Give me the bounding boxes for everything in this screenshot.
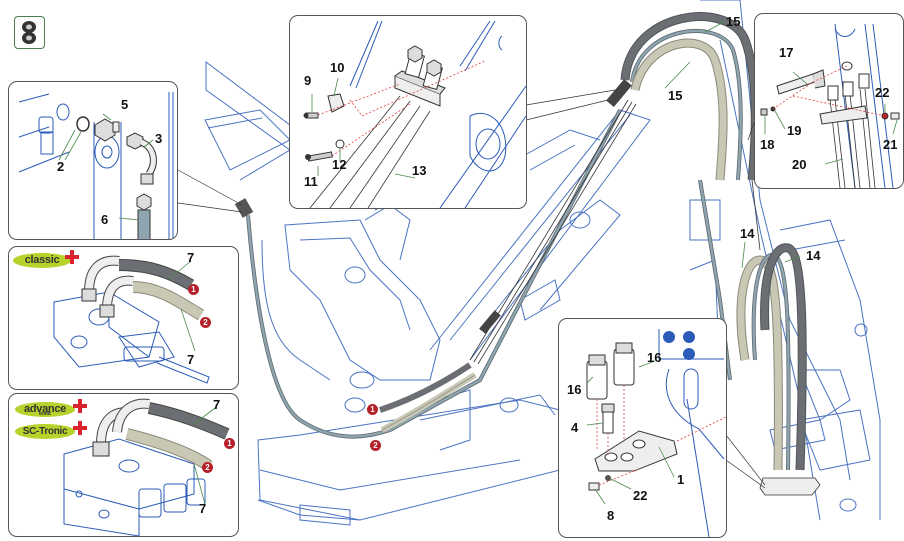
callout-7-lower: 7 xyxy=(187,352,195,367)
bolt-21 xyxy=(890,112,900,120)
callout-6: 6 xyxy=(101,212,109,227)
clip-10 xyxy=(327,93,345,113)
callout-4: 4 xyxy=(571,420,579,435)
panel-clamp-bracket: 9 10 11 12 13 xyxy=(289,15,527,209)
bracket-17 xyxy=(776,69,826,95)
brand-star-icon xyxy=(73,421,87,435)
callout-14-right: 14 xyxy=(806,248,821,263)
hose-marker-1: 1 xyxy=(188,284,199,295)
brand-star-icon xyxy=(73,399,87,413)
valve-elbows xyxy=(81,255,134,318)
callout-11: 11 xyxy=(304,174,318,189)
callout-7-lower: 7 xyxy=(199,501,207,516)
callout-9: 9 xyxy=(304,73,312,88)
panel-top-bracket: 17 18 19 20 21 22 xyxy=(754,13,904,189)
bolt-11 xyxy=(305,151,333,162)
callout-17: 17 xyxy=(779,45,794,60)
bolt-9 xyxy=(303,112,319,119)
hose-7-dark xyxy=(148,403,229,439)
hose-7-dark xyxy=(118,260,194,290)
callout-18: 18 xyxy=(760,137,775,152)
o-ring-2 xyxy=(76,116,90,132)
hose-end-1 xyxy=(379,362,472,413)
callout-15-lower: 15 xyxy=(668,88,683,103)
hose-marker-2: 2 xyxy=(202,462,213,473)
boom-clamp-lower xyxy=(479,310,501,334)
hose-15-thin xyxy=(630,29,742,181)
boom-clamp-upper xyxy=(606,79,632,107)
panel-fittings: 2 5 3 6 xyxy=(8,81,178,240)
hose-marker-2: 2 xyxy=(200,317,211,328)
callout-8: 8 xyxy=(607,508,615,523)
bolt-18 xyxy=(760,108,768,116)
hose-end-6 xyxy=(136,193,152,239)
plate-1 xyxy=(594,430,678,472)
callout-10: 10 xyxy=(330,60,345,75)
panel-classic-valve: classic 7 7 1 2 xyxy=(8,246,239,390)
hose-marker-1: 1 xyxy=(367,404,378,415)
hose-marker-1: 1 xyxy=(224,438,235,449)
hose-long xyxy=(246,109,622,438)
callout-7-upper: 7 xyxy=(187,250,195,265)
washer-22 xyxy=(605,475,611,481)
callout-2: 2 xyxy=(57,159,65,174)
adapter-16-left xyxy=(586,354,608,400)
clamp-block xyxy=(394,45,446,107)
brand-classic-logo: classic xyxy=(13,253,71,268)
callout-3: 3 xyxy=(155,131,163,146)
callout-5: 5 xyxy=(121,97,129,112)
hose-7-light xyxy=(132,282,204,320)
washer-12 xyxy=(335,139,345,149)
nut-22 xyxy=(881,112,889,120)
callout-1: 1 xyxy=(677,472,685,487)
hose-15-light xyxy=(631,39,727,181)
callout-12: 12 xyxy=(332,157,347,172)
callout-15-upper: 15 xyxy=(726,14,741,29)
fitting-4 xyxy=(601,403,615,434)
callout-16-left: 16 xyxy=(567,382,582,397)
left-fitting xyxy=(234,198,254,218)
adapter-16-right xyxy=(613,342,635,386)
callout-14-left: 14 xyxy=(740,226,755,241)
hose-block xyxy=(819,105,868,125)
callout-21: 21 xyxy=(883,137,898,152)
callout-19: 19 xyxy=(787,123,802,138)
adapter-5 xyxy=(94,118,120,142)
kit-icon-box xyxy=(14,16,45,49)
hose-marker-2: 2 xyxy=(370,440,381,451)
brand-sctronic-logo: SC-Tronic xyxy=(15,424,75,439)
hose-end-plate xyxy=(759,477,821,496)
hose-14-dark xyxy=(761,244,806,471)
callout-16-right: 16 xyxy=(647,350,662,365)
callout-22: 22 xyxy=(875,85,890,100)
callout-22: 22 xyxy=(633,488,648,503)
callout-20: 20 xyxy=(792,157,807,172)
elbow-fitting-3 xyxy=(126,132,157,185)
callout-7-upper: 7 xyxy=(213,397,221,412)
hose-coupling-icon xyxy=(22,21,36,44)
hose-7-light xyxy=(125,429,212,471)
callout-13: 13 xyxy=(412,163,427,178)
panel-bottom-plate: 16 16 4 1 22 8 xyxy=(558,318,727,538)
bolt-8 xyxy=(588,482,600,491)
brand-star-icon xyxy=(65,250,79,264)
